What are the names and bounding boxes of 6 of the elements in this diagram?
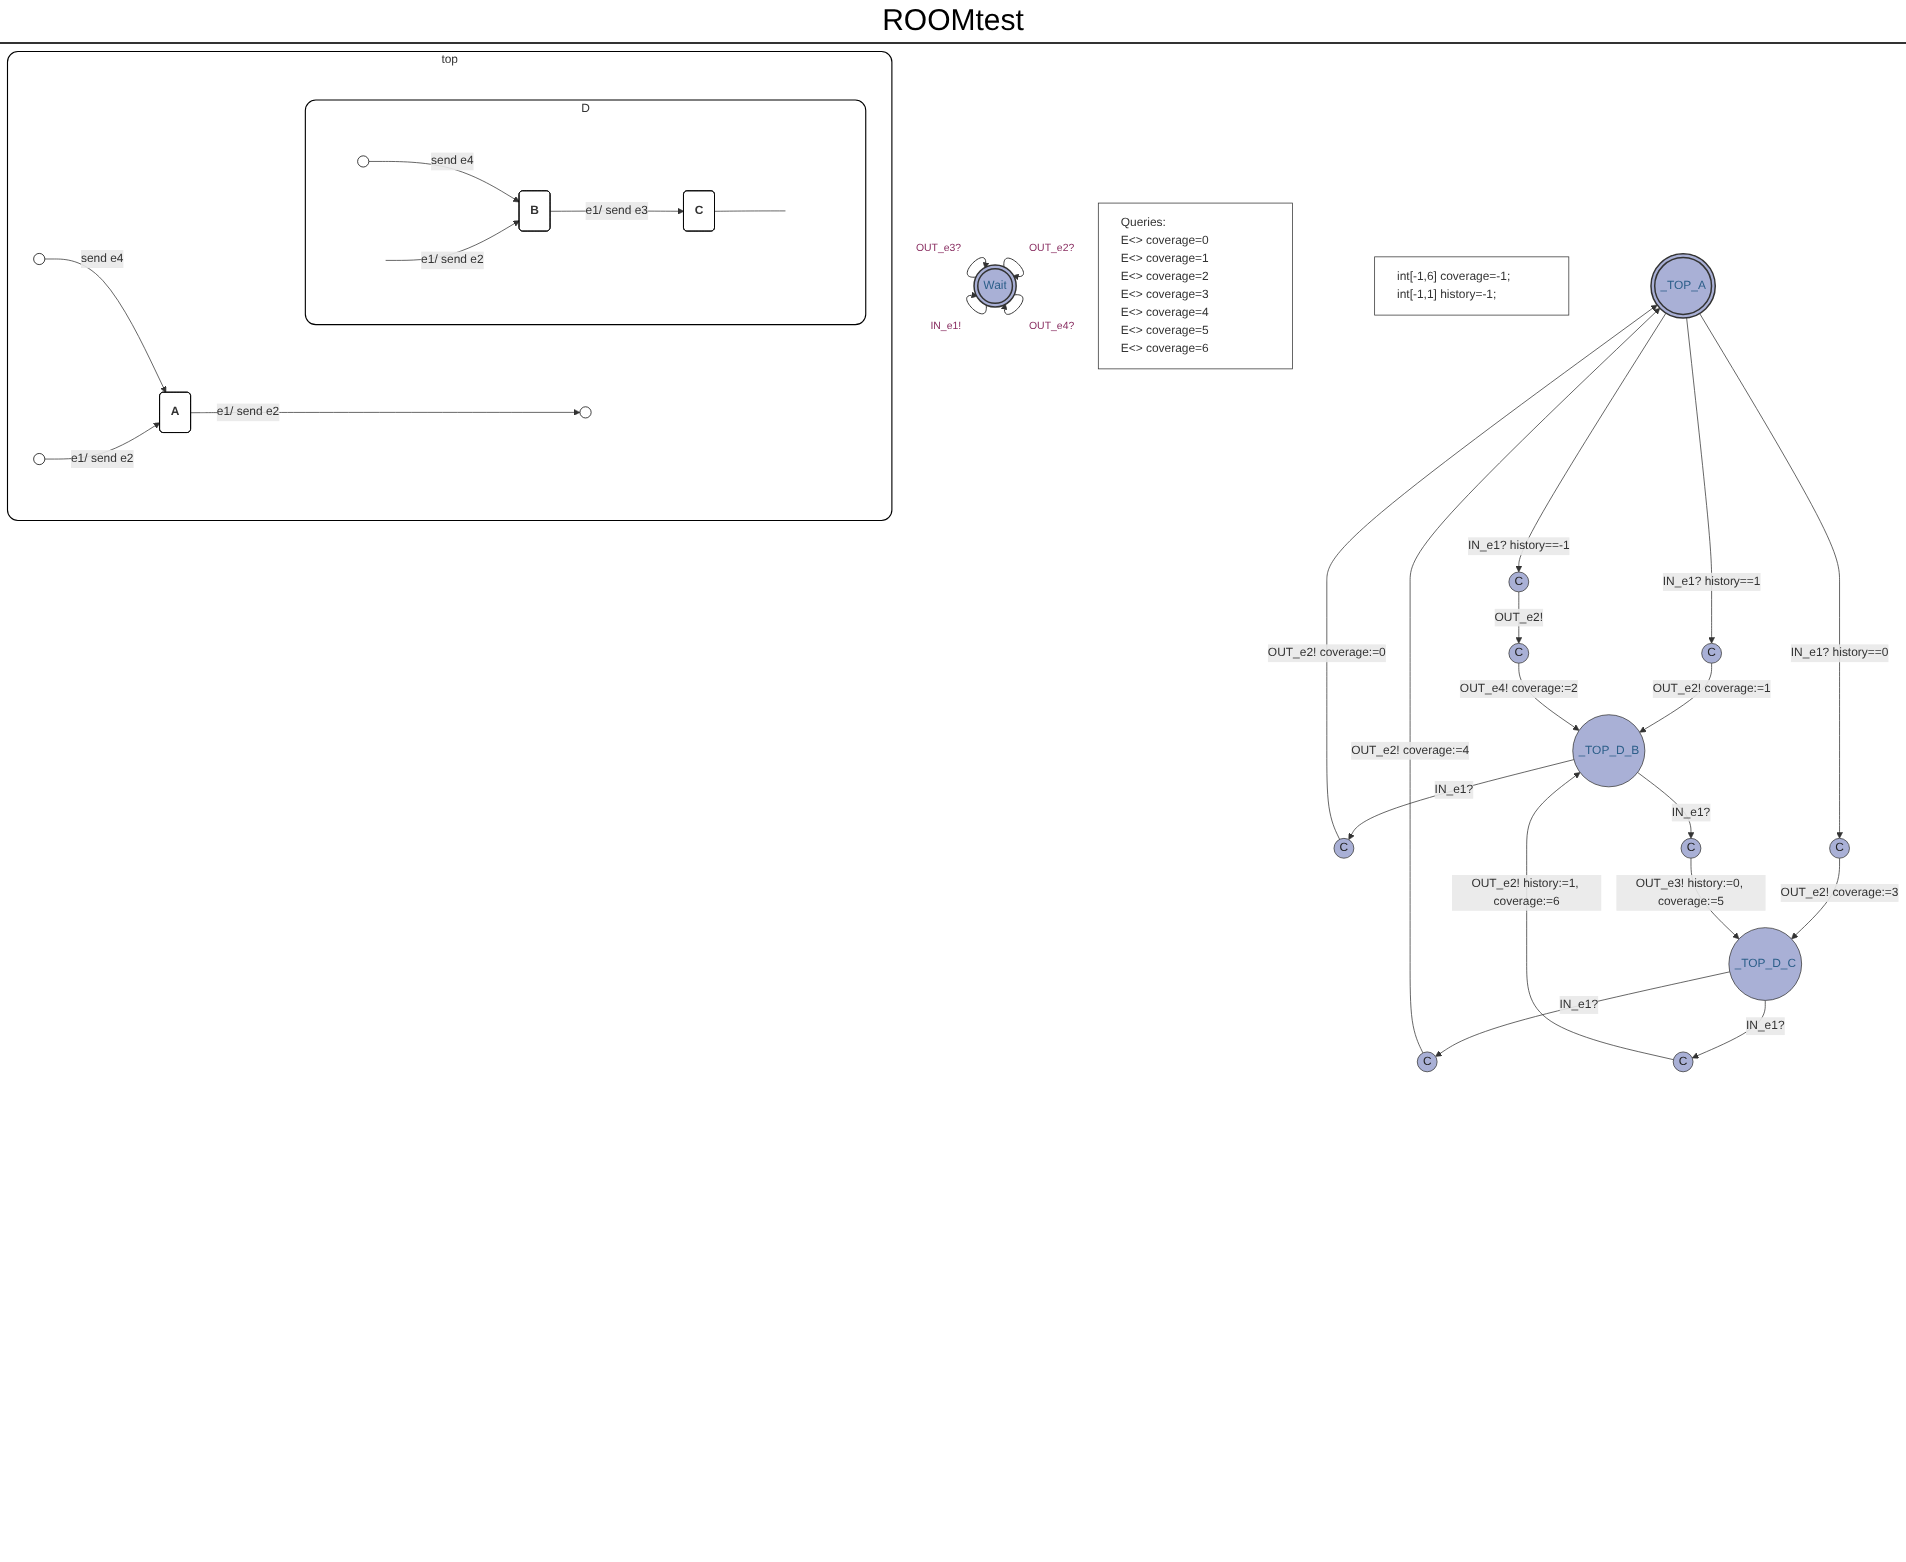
connector	[714, 210, 786, 212]
node-circle	[33, 453, 46, 466]
node-circle	[357, 155, 370, 168]
node-circle	[579, 406, 592, 419]
node-circle	[33, 253, 46, 265]
panel-title: ROOMtest	[0, 0, 1906, 44]
